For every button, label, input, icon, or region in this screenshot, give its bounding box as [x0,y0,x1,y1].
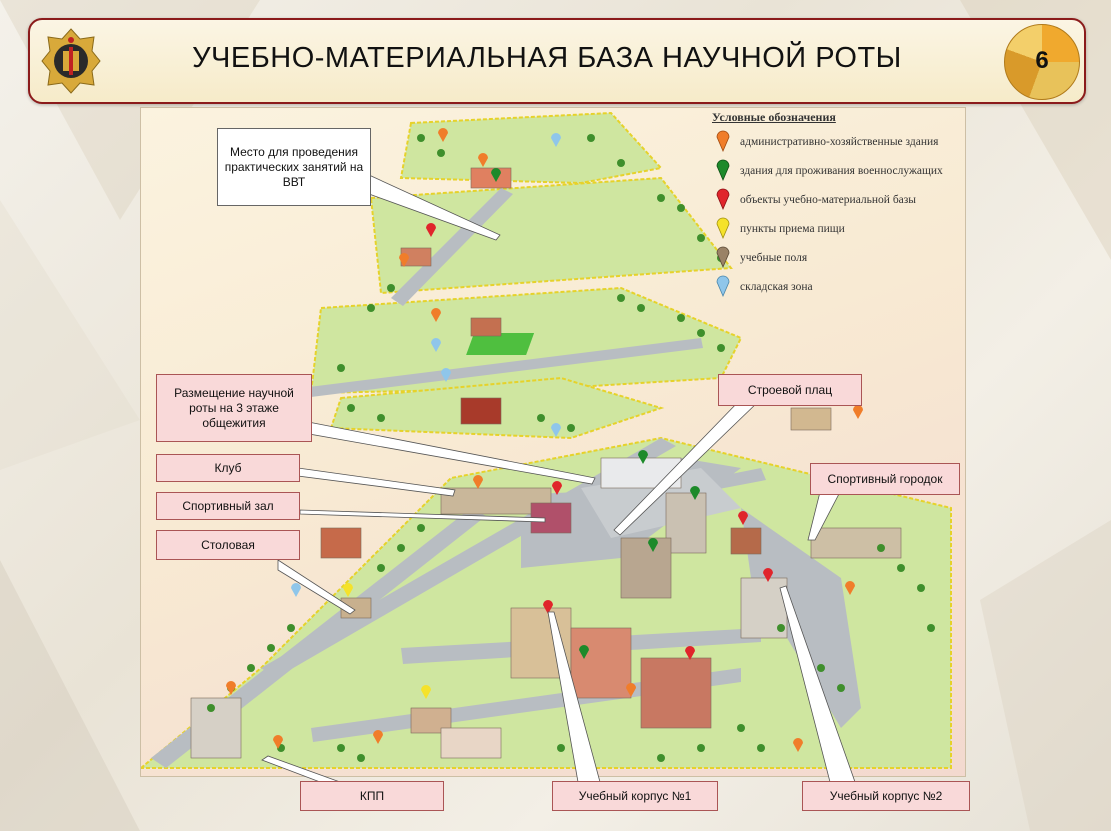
page-title: УЧЕБНО-МАТЕРИАЛЬНАЯ БАЗА НАУЧНОЙ РОТЫ [192,42,902,74]
callout-club: Клуб [156,454,300,482]
callout-building-1: Учебный корпус №1 [552,781,718,811]
buildings [190,167,902,759]
brown-pin-icon [716,246,730,268]
callout-kpp: КПП [300,781,444,811]
map-legend: Условные обозначения административно-хоз… [712,110,964,304]
legend-item-training: объекты учебно-материальной базы [712,188,964,217]
orange-pin-icon [716,130,730,152]
callout-placement: Размещение научной роты на 3 этаже общеж… [156,374,312,442]
page-number-badge: 6 [1004,24,1080,100]
legend-title: Условные обозначения [712,110,836,124]
green-pin-icon [716,159,730,181]
legend-item-food: пункты приема пищи [712,217,964,246]
trees [207,134,935,762]
legend-label: здания для проживания военнослужащих [740,165,943,177]
callout-sport-ground: Спортивный городок [810,463,960,495]
callout-vvt: Место для проведения практических заняти… [217,128,371,206]
header-banner: УЧЕБНО-МАТЕРИАЛЬНАЯ БАЗА НАУЧНОЙ РОТЫ 6 [28,18,1086,104]
callout-building-2: Учебный корпус №2 [802,781,970,811]
callout-canteen: Столовая [156,530,300,560]
callout-sport-hall: Спортивный зал [156,492,300,520]
legend-label: объекты учебно-материальной базы [740,194,917,206]
light-blue-pin-icon [716,275,730,297]
red-pin-icon [716,188,730,210]
legend-label: административно-хозяйственные здания [740,136,939,148]
page-number: 6 [1035,47,1049,74]
emblem-icon [41,28,101,94]
legend-label: складская зона [740,281,813,293]
legend-label: пункты приема пищи [740,223,845,235]
legend-item-storage: складская зона [712,275,964,304]
callout-parade: Строевой плац [718,374,862,406]
stadium-field [466,333,535,355]
legend-label: учебные поля [740,252,808,264]
yellow-pin-icon [716,217,730,239]
legend-item-admin: административно-хозяйственные здания [712,130,964,159]
legend-item-housing: здания для проживания военнослужащих [712,159,964,188]
legend-item-fields: учебные поля [712,246,964,275]
